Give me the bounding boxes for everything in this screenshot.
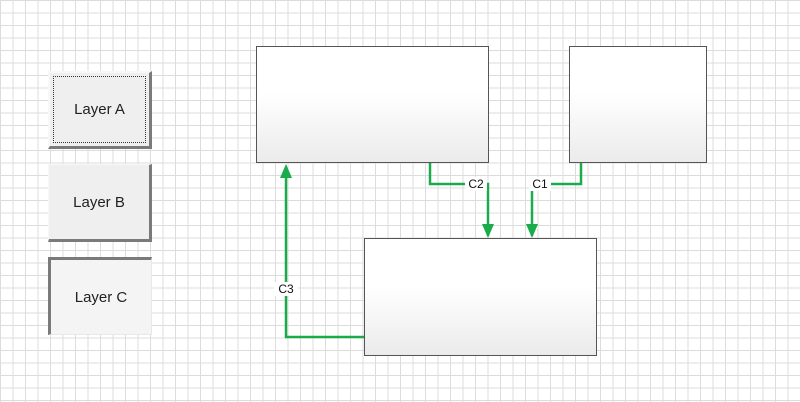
arrowhead-c1: [526, 224, 538, 238]
connector-c3-label: C3: [278, 282, 294, 296]
connector-c1-label: C1: [532, 177, 548, 191]
connector-c2-label: C2: [468, 177, 484, 191]
shape-top-left[interactable]: [256, 46, 489, 163]
layer-a-label: Layer A: [74, 101, 125, 118]
layer-c-button[interactable]: Layer C: [48, 257, 152, 335]
connector-c2[interactable]: [428, 163, 490, 236]
connector-c1[interactable]: [530, 163, 583, 236]
label-bg-c3: [274, 282, 298, 296]
layer-c-label: Layer C: [74, 288, 128, 306]
layer-b-label: Layer B: [73, 193, 125, 211]
layer-b-button[interactable]: Layer B: [48, 164, 152, 242]
shape-top-right[interactable]: [569, 46, 707, 163]
layer-a-button[interactable]: Layer A: [48, 71, 152, 149]
connector-c3[interactable]: [284, 168, 364, 339]
focus-outline: [53, 76, 146, 143]
label-bg-c1: [529, 177, 551, 191]
shape-bottom[interactable]: [364, 238, 597, 356]
arrowhead-c2: [482, 224, 494, 238]
arrowhead-c3: [280, 164, 292, 178]
label-bg-c2: [465, 177, 487, 191]
